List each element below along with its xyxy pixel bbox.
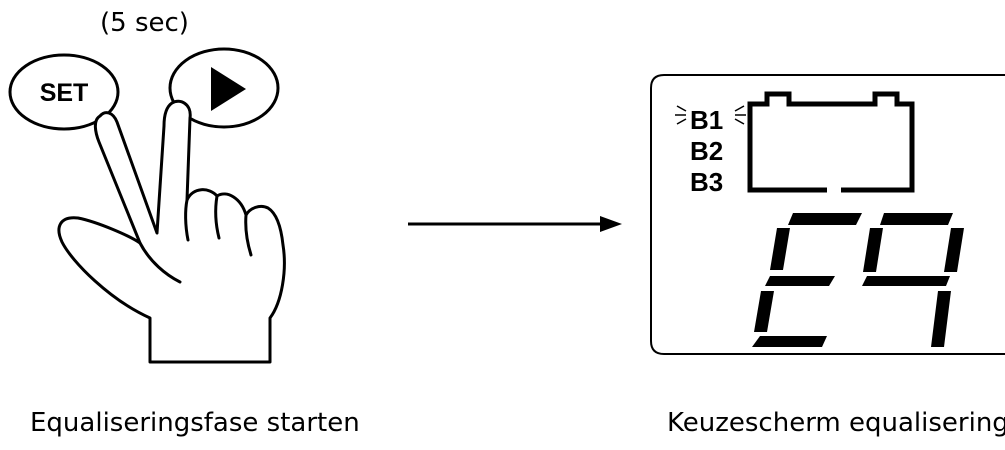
play-icon xyxy=(211,67,246,111)
blink-indicator-icon xyxy=(675,105,746,125)
arrow-icon xyxy=(408,216,622,232)
segment-digit-e xyxy=(752,213,862,347)
lcd-display: B1 B2 B3 E9 xyxy=(0,0,1005,355)
duration-hint: (5 sec) xyxy=(100,8,189,38)
segment-digit-9 xyxy=(862,213,964,347)
set-button-label: SET xyxy=(40,79,89,107)
set-button[interactable]: SET xyxy=(8,53,120,131)
display-code-value: E9 xyxy=(0,0,2,1)
hand-icon xyxy=(57,99,286,364)
battery-row-b1: B1 xyxy=(690,105,723,135)
battery-icon xyxy=(747,91,915,193)
play-button[interactable] xyxy=(168,47,280,129)
caption-selection-screen: Keuzescherm equalisering xyxy=(667,408,1005,438)
caption-start-equalization: Equaliseringsfase starten xyxy=(30,408,360,438)
battery-row-b2: B2 xyxy=(690,136,723,166)
battery-row-b3: B3 xyxy=(690,167,723,197)
